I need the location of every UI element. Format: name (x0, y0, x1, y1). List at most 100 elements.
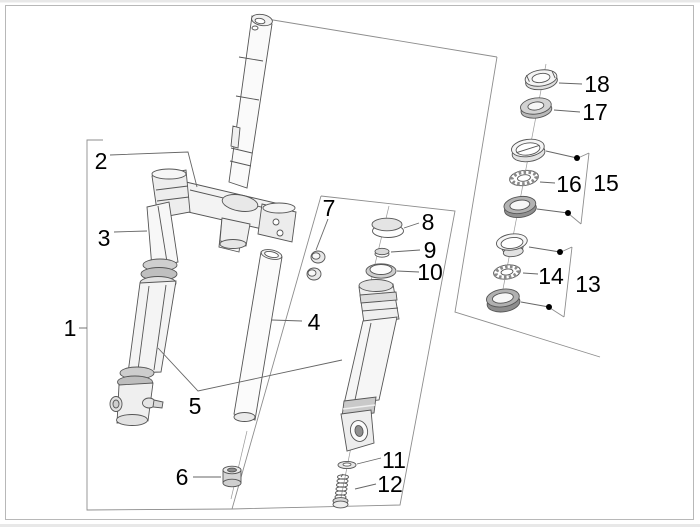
tube-to-bearing-leader (266, 18, 498, 58)
part-label-1: 1 (64, 315, 77, 341)
lock-nut (374, 247, 390, 258)
leader-13-bottom-race (520, 301, 550, 308)
hub-bushing (222, 465, 242, 488)
leader-10 (396, 270, 420, 273)
ring-nut-notches (526, 71, 556, 82)
clamp-left-boss-top (151, 168, 187, 180)
upper-bottom-race-bore (509, 199, 531, 211)
bushing-axis (230, 430, 248, 500)
lower-bearing-bottom-race (486, 288, 521, 313)
leader-14 (522, 272, 539, 275)
shock-absorber (340, 279, 400, 452)
leader-13-top-race (528, 246, 561, 253)
dot-13-top (557, 249, 563, 255)
triple-clamp (151, 168, 297, 249)
part-label-6: 6 (176, 464, 189, 490)
window-edge-top (0, 0, 700, 3)
shock-cap (371, 217, 404, 238)
inner-tube (233, 249, 283, 422)
shock-top-face (358, 279, 394, 292)
shock-body (343, 316, 398, 405)
dot-13-bottom (546, 304, 552, 310)
shock-body-highlight (354, 322, 372, 401)
leader-16 (539, 181, 556, 184)
shock-rib-line (361, 307, 399, 312)
cap-top (371, 217, 403, 232)
leader-18 (558, 82, 583, 85)
bolt-2-head (307, 269, 317, 277)
upper-ball-cage-16 (509, 169, 539, 187)
leader-2 (109, 151, 198, 188)
part-label-7: 7 (323, 195, 336, 221)
part-label-17: 17 (582, 99, 608, 125)
steering-tube-bore (254, 17, 266, 25)
inner-tube-bottom (233, 412, 256, 422)
seat-ring-inner (369, 264, 393, 275)
steering-tube (228, 13, 273, 189)
ring-nut-bore (531, 72, 551, 84)
part-label-3: 3 (98, 225, 111, 251)
part-label-13: 13 (575, 271, 601, 297)
leader-5 (157, 347, 343, 392)
part-label-10: 10 (417, 259, 443, 285)
lower-bearing-top-race (496, 233, 528, 258)
leader-17 (553, 109, 581, 113)
dot-15-bottom (565, 210, 571, 216)
lower-ball-cage-14 (493, 264, 521, 280)
part-label-14: 14 (538, 263, 564, 289)
part-label-5: 5 (189, 393, 202, 419)
steering-tube-hole (251, 25, 259, 31)
shock-collar-stripe (342, 404, 376, 410)
dust-seal-bore (527, 101, 545, 111)
leader-lines (79, 82, 583, 490)
dot-15-top (574, 155, 580, 161)
bearing-group-box (454, 56, 601, 358)
clamp-bolt-hole-1 (272, 218, 280, 226)
clamp-steering-socket (221, 194, 259, 212)
shock-rib-band (359, 291, 398, 304)
clamp-left-boss-slots (155, 185, 190, 202)
part-label-9: 9 (424, 237, 437, 263)
nut-upper (374, 247, 390, 256)
washer (337, 460, 357, 470)
spring-screw (332, 473, 349, 509)
leader-8 (403, 222, 420, 229)
stanchion-highlight (157, 205, 168, 263)
clamp-bolt-hole-2 (276, 229, 284, 237)
cage-16-bore (517, 174, 531, 182)
part-label-2: 2 (95, 148, 108, 174)
upper-bearing-top-race (511, 138, 546, 163)
clamp-under-tab-bottom (219, 239, 247, 249)
axle-stub-face (112, 399, 120, 409)
part-label-16: 16 (556, 171, 582, 197)
part-label-4: 4 (308, 309, 321, 335)
leader-15-top-race (545, 150, 578, 159)
window-edge-bottom (0, 524, 700, 527)
steering-tube-key (230, 125, 241, 149)
leader-11 (356, 457, 382, 465)
leader-9 (390, 249, 421, 253)
pinch-bolt-shank (152, 399, 164, 409)
slider-highlights (137, 284, 167, 371)
lower-leg-bottom (116, 414, 148, 426)
upper-bearing-bottom-race (503, 195, 537, 219)
leader-7 (315, 218, 329, 251)
washer-hole (342, 462, 352, 467)
left-fork-leg (109, 201, 179, 426)
clamp-bolts (306, 250, 326, 281)
middle-group-box (231, 195, 456, 510)
lower-bottom-race-bore (491, 292, 514, 304)
dust-seal-17 (520, 97, 553, 119)
leader-15-bottom-race (536, 208, 569, 214)
bushing-bottom (222, 478, 242, 488)
part-label-15: 15 (593, 170, 619, 196)
clamp-right-boss-top (262, 202, 296, 214)
part-label-11: 11 (382, 447, 406, 473)
steering-tube-rings (229, 56, 264, 167)
clamp-under-tab (219, 217, 251, 247)
group-1-bracket (86, 139, 233, 511)
part-label-8: 8 (422, 209, 435, 235)
spring-seat-ring (365, 263, 397, 279)
